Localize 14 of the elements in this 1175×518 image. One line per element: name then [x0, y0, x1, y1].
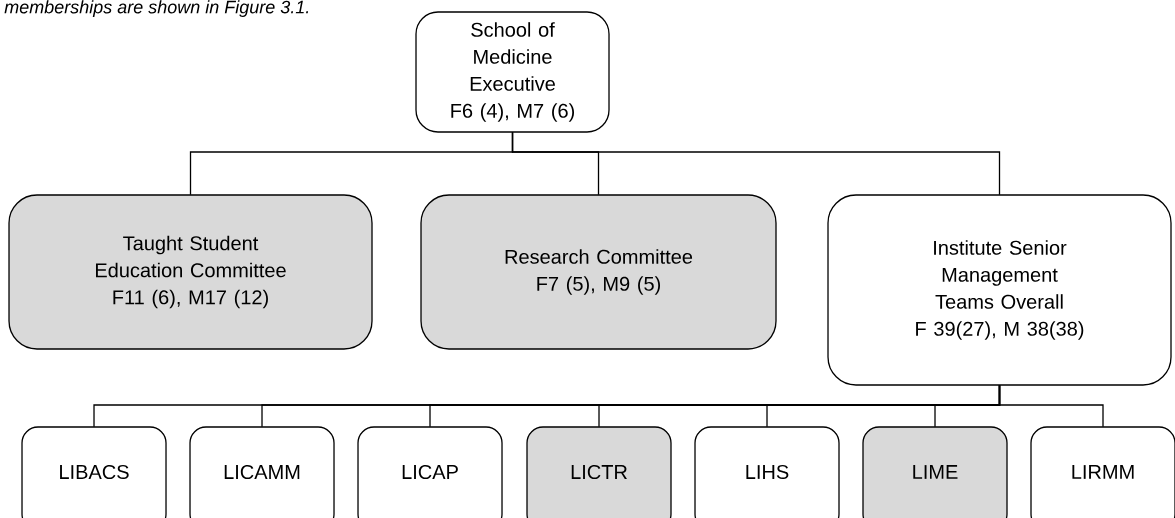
- connector-line: [998, 384, 1104, 428]
- management-box: Institute Senior Management Teams Overall F 39(27), M 38(38): [827, 194, 1172, 386]
- caption-text: memberships are shown in Figure 3.1.: [4, 0, 309, 17]
- institute-box: LIHS: [694, 426, 840, 518]
- executive-box: School of Medicine Executive F6 (4), M7 (6): [415, 11, 610, 133]
- connector-line: [511, 131, 1001, 196]
- institute-box: LIME: [862, 426, 1008, 518]
- committee-box: Research Committee F7 (5), M9 (5): [420, 194, 777, 350]
- institute-box: LICAP: [357, 426, 503, 518]
- committee-box: Taught Student Education Committee F11 (6), M17 (12): [8, 194, 373, 350]
- institute-box: LICAMM: [189, 426, 335, 518]
- institute-box: LIBACS: [21, 426, 167, 518]
- institute-box: LICTR: [526, 426, 672, 518]
- institute-box: LIRMM: [1030, 426, 1175, 518]
